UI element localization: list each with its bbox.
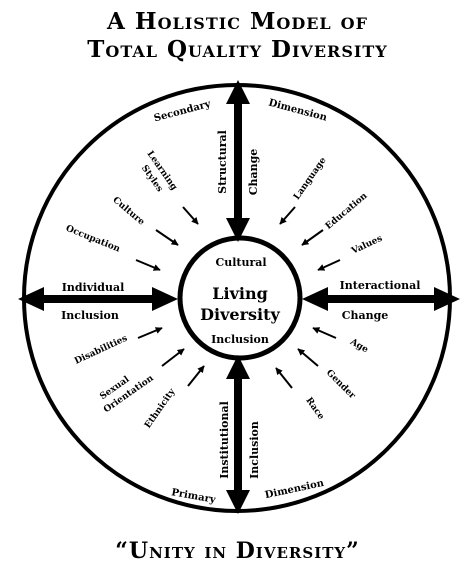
bottom-arrow-head-down	[226, 490, 250, 514]
right-arrow-shaft	[322, 295, 438, 303]
center-label-inclusion: Inclusion	[211, 333, 269, 346]
factor-gender: Gender	[324, 368, 357, 401]
right-arrow-head-right	[434, 287, 460, 311]
bottom-arrow-head-up	[226, 355, 250, 379]
label-change-right: Change	[342, 309, 389, 322]
left-arrow-head-left	[18, 287, 44, 311]
right-arrow-head-left	[302, 287, 328, 311]
label-inclusion-left: Inclusion	[61, 309, 119, 322]
factor-race: Race	[303, 396, 326, 422]
factor-disabilities: Disabilities	[73, 334, 129, 367]
left-arrow-head-right	[152, 287, 178, 311]
title-line-2: Total Quality Diversity	[87, 36, 388, 63]
arrow-education	[301, 229, 324, 246]
top-arrow-head-down	[226, 218, 250, 242]
arrow-language	[279, 206, 296, 225]
label-inclusion-bottom: Inclusion	[248, 421, 261, 479]
arrow-gender	[297, 348, 319, 367]
arrow-age	[312, 327, 337, 339]
outer-label-secondary: Secondary	[153, 98, 213, 124]
factor-occupation: Occupation	[64, 224, 122, 255]
bottom-arrow-shaft	[234, 365, 242, 495]
center-label-living: Living	[212, 284, 268, 303]
factor-education: Education	[324, 191, 370, 232]
arrow-race	[275, 367, 293, 389]
label-change-top: Change	[247, 149, 260, 196]
label-structural: Structural	[216, 130, 229, 194]
arrow-disabilities	[137, 327, 163, 339]
top-arrow-shaft	[234, 100, 242, 233]
label-individual: Individual	[62, 281, 125, 294]
factor-language: Language	[292, 156, 329, 202]
arrow-values	[317, 259, 341, 271]
top-arrow-head-up	[226, 80, 250, 104]
arrow-ethnicity	[187, 365, 205, 387]
center-label-diversity: Diversity	[200, 305, 280, 324]
label-interactional: Interactional	[340, 279, 421, 292]
factor-age: Age	[347, 337, 370, 356]
left-arrow-shaft	[40, 295, 160, 303]
factor-ethnicity: Ethnicity	[143, 387, 178, 431]
center-label-cultural: Cultural	[215, 256, 266, 269]
factor-culture: Culture	[110, 195, 146, 227]
arrow-occupation	[135, 259, 161, 271]
arrow-culture	[155, 229, 179, 246]
title-line-1: A Holistic Model of	[107, 8, 368, 35]
arrow-sexual-orientation	[161, 348, 185, 367]
label-institutional: Institutional	[218, 401, 231, 479]
footer-motto: “Unity in Diversity”	[115, 538, 360, 564]
factor-values: Values	[349, 234, 384, 257]
arrow-learning-styles	[182, 206, 199, 225]
